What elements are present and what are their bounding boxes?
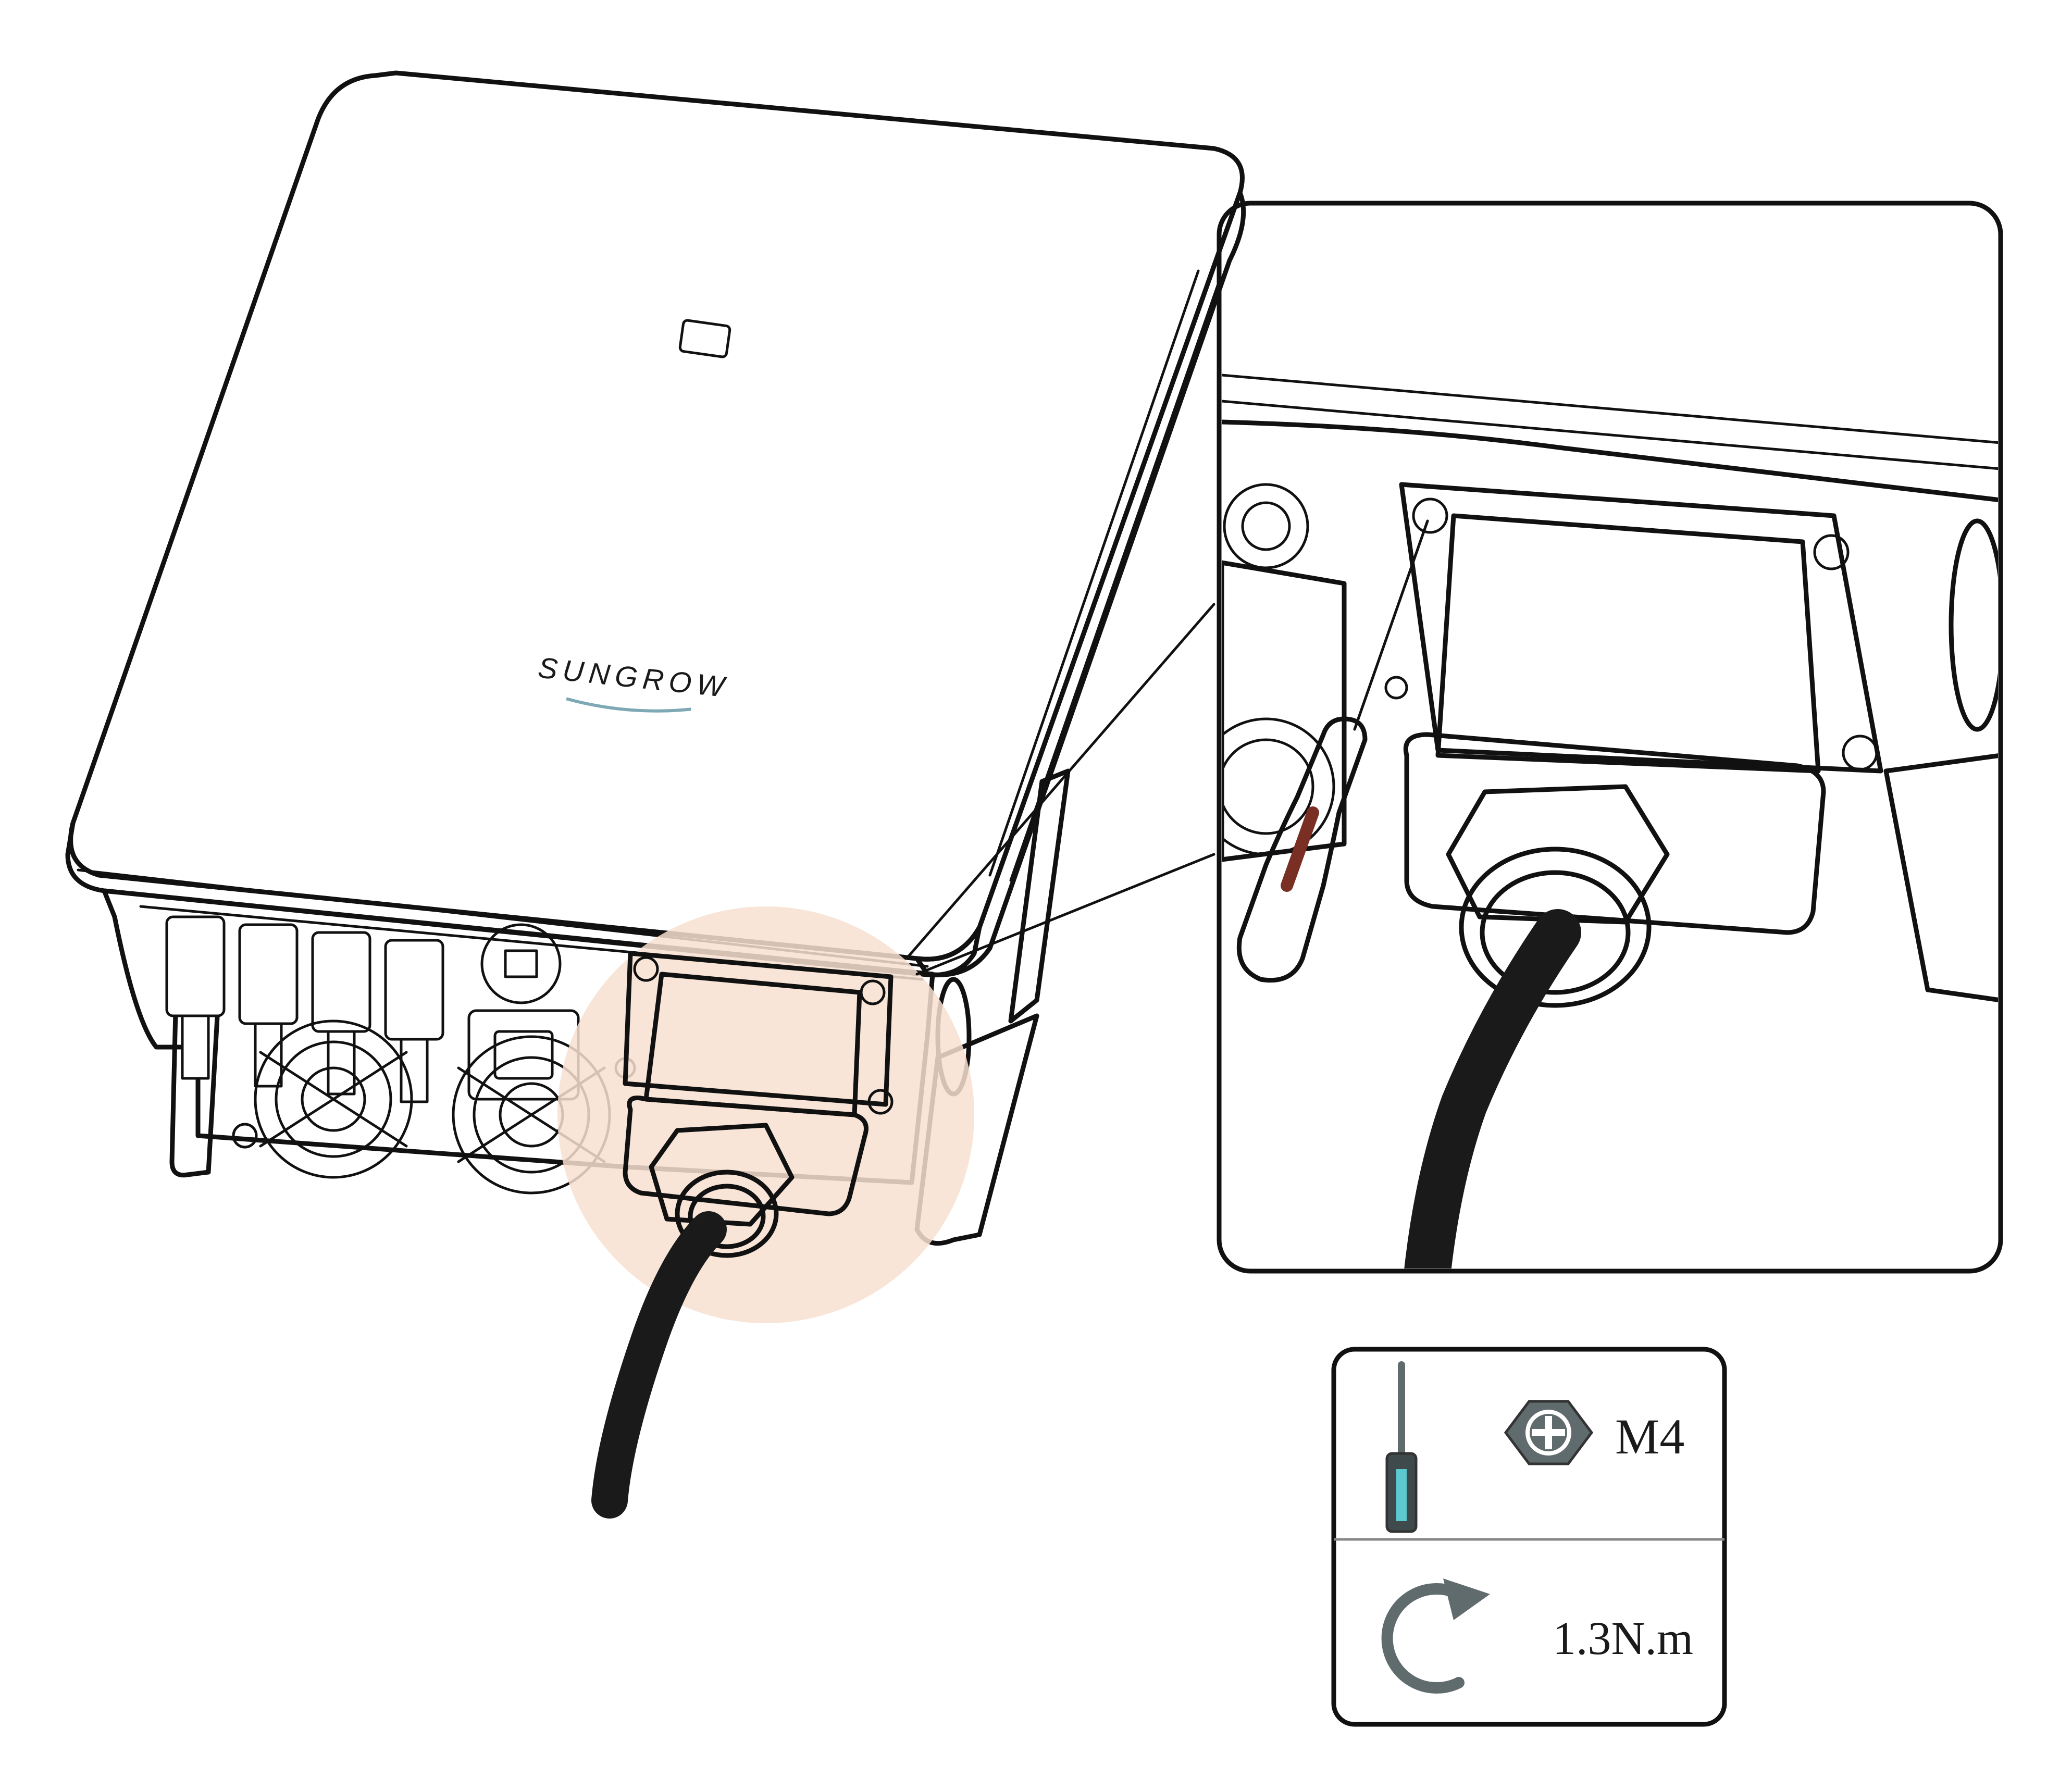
svg-text:SUNGROW: SUNGROW [537,651,731,703]
spec-legend: M4 1.3N.m [1331,1347,1727,1727]
screwdriver [1236,519,1429,983]
zoom-guide-lines [905,603,1215,976]
clockwise-rotation-icon [1381,1578,1490,1694]
screwdriver-icon [1385,1361,1418,1533]
highlight-circle [557,906,974,1323]
ac-connector [623,951,894,1258]
brand-logo: SUNGROW [537,651,731,713]
dc-connectors [165,915,444,1103]
ac-cable [591,1211,727,1519]
phillips-screw-head-icon [1504,1400,1594,1465]
detail-inset [1217,201,2003,1274]
cooling-fans [254,1019,611,1195]
screw-spec-label: M4 [1615,1409,1684,1464]
torque-spec-label: 1.3N.m [1553,1613,1693,1664]
